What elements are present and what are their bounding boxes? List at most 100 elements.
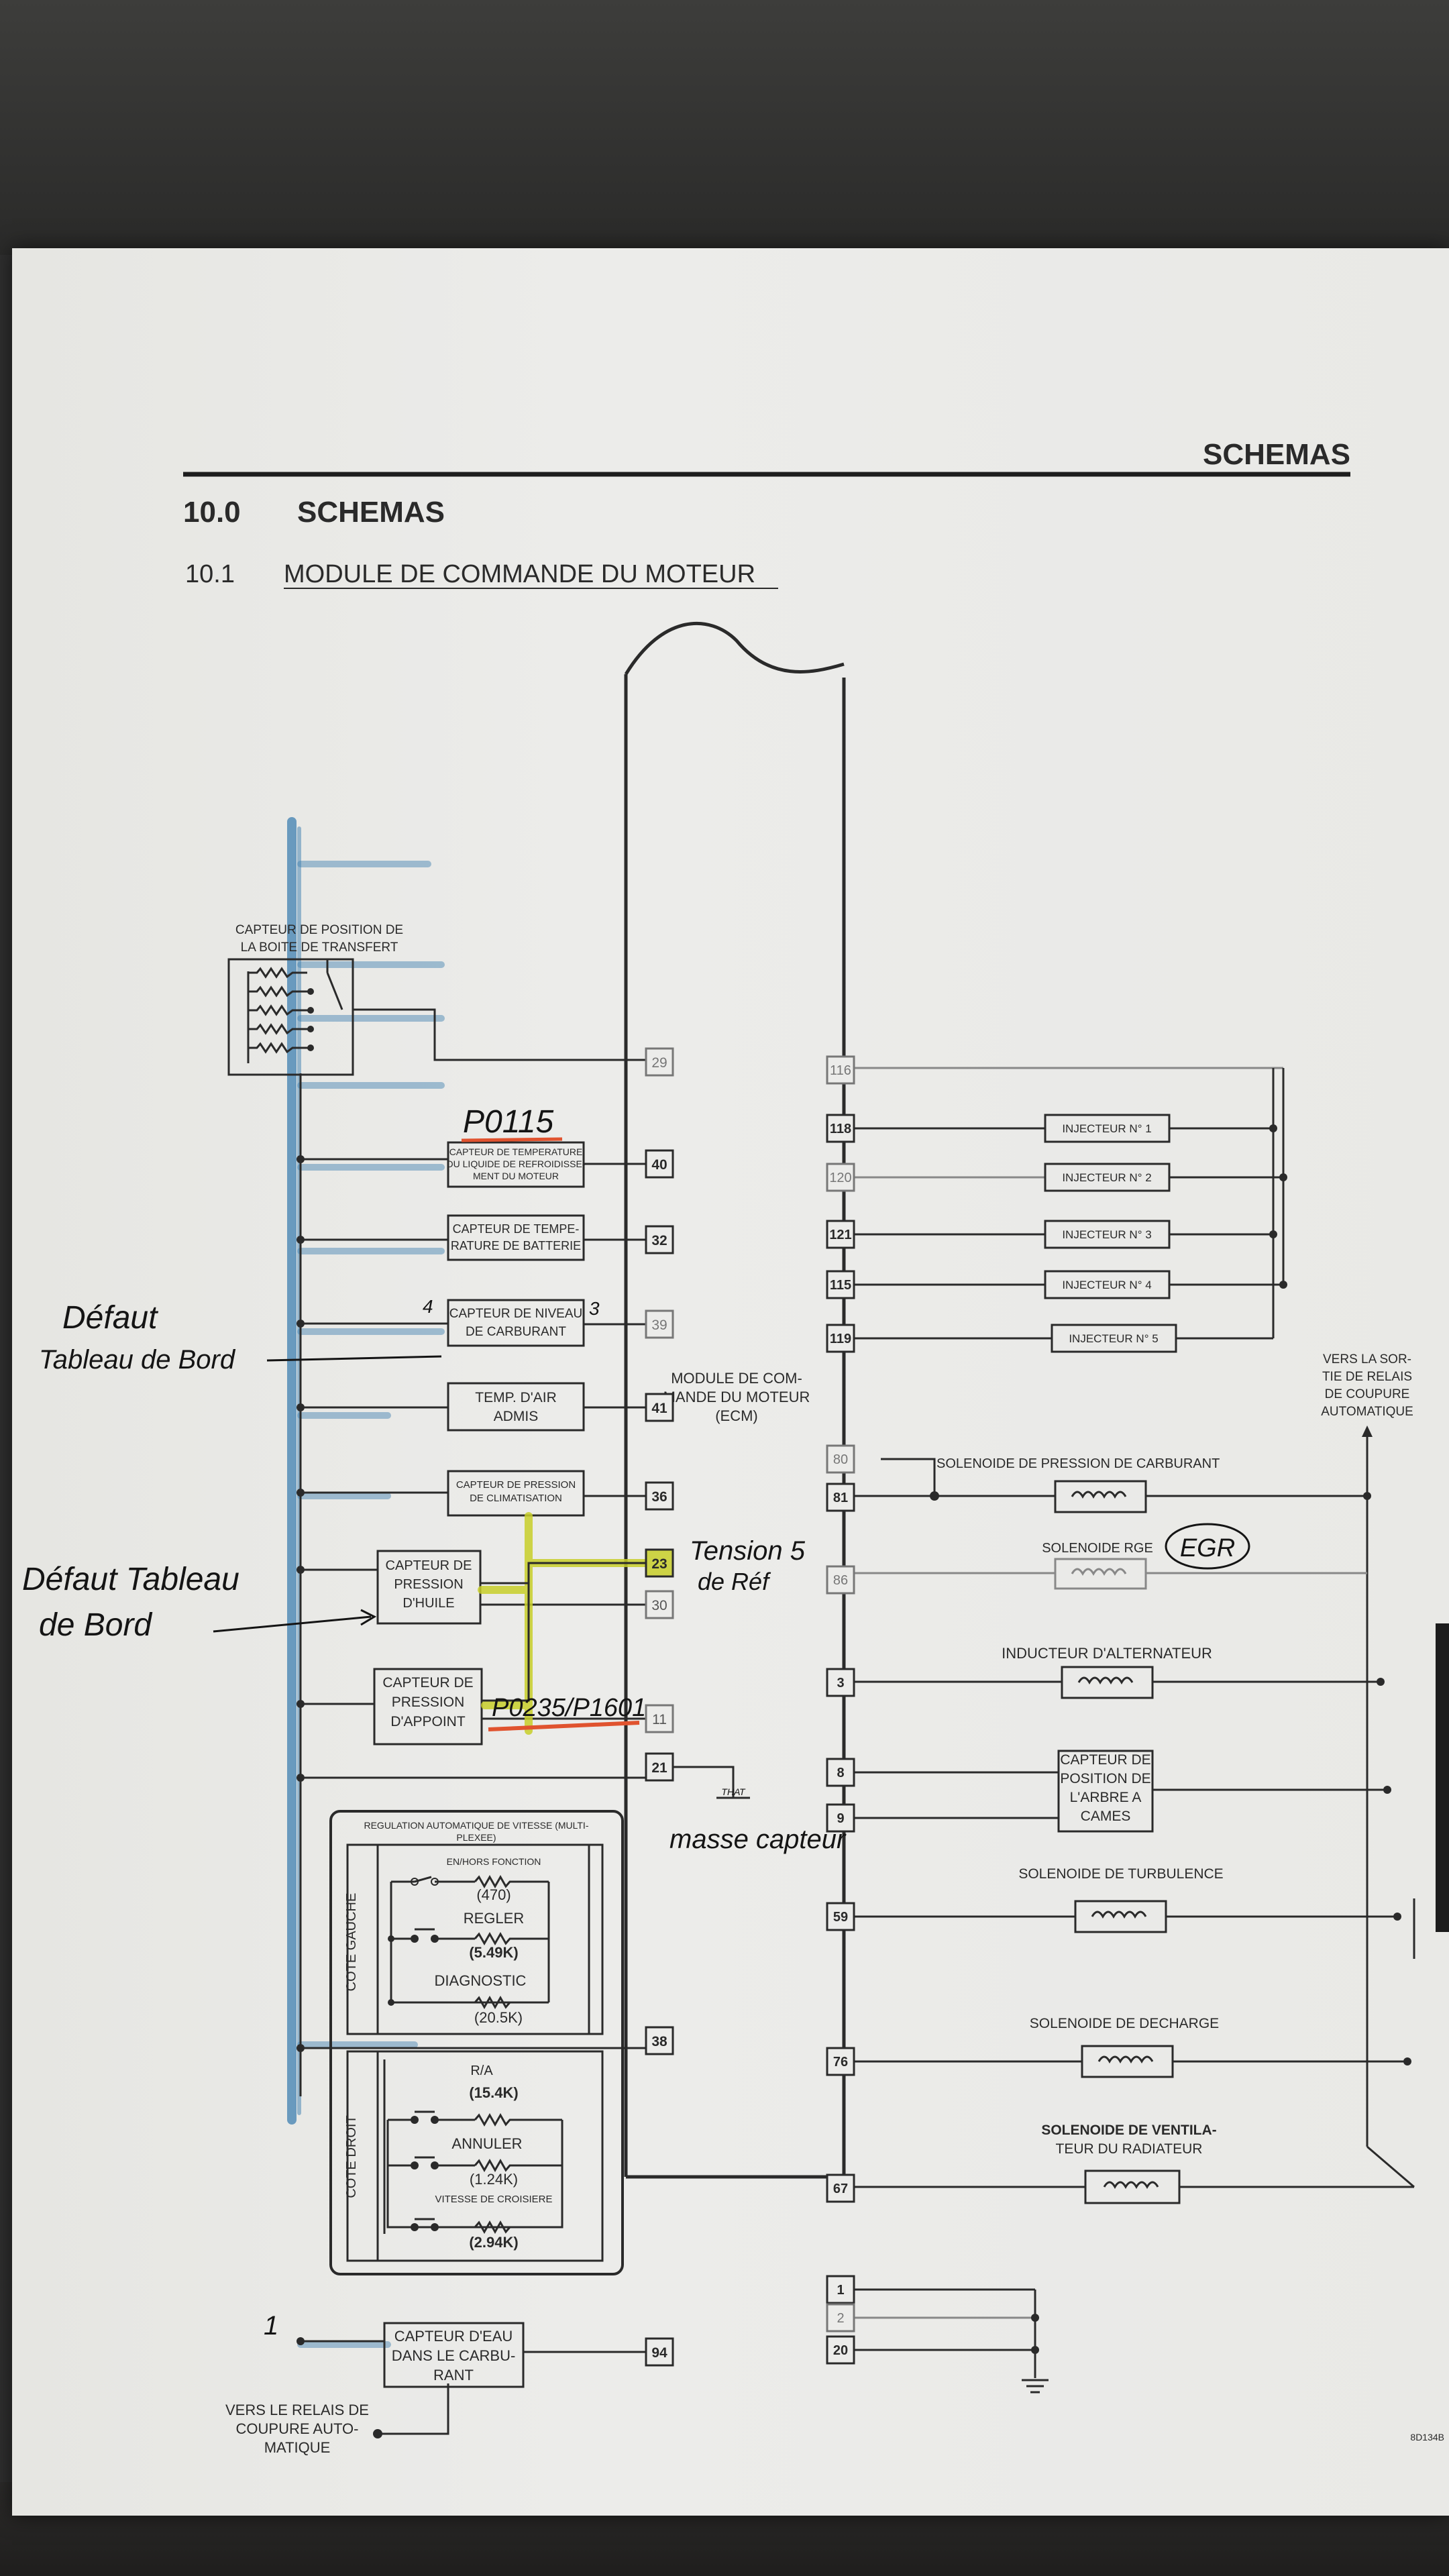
right-junctions — [930, 1124, 1411, 2354]
cruise-title-2: PLEXEE) — [456, 1832, 496, 1843]
annotation-num-4: 4 — [423, 1296, 433, 1317]
svg-text:CAPTEUR DE: CAPTEUR DE — [1060, 1752, 1150, 1768]
pin-118: 118 — [830, 1122, 851, 1136]
pin-21: 21 — [651, 1760, 667, 1776]
annotation-tension-b: de Réf — [698, 1568, 771, 1595]
red-underline-p0235 — [488, 1721, 640, 1731]
injector-4: INJECTEUR N° 4 — [1062, 1279, 1151, 1291]
pin-9: 9 — [837, 1811, 844, 1826]
svg-text:CAPTEUR DE TEMPERATURE: CAPTEUR DE TEMPERATURE — [449, 1146, 583, 1157]
harness-blue — [287, 817, 445, 2348]
cruise-right-side: COTE DROIT — [344, 2115, 359, 2198]
annotation-egr: EGR — [1180, 1534, 1235, 1562]
egr-circle — [1165, 1523, 1250, 1570]
pin-115: 115 — [830, 1278, 851, 1293]
cruise-set: REGLER — [464, 1910, 524, 1927]
ac-pressure-sensor-label: CAPTEUR DE PRESSION DE CLIMATISATION — [456, 1479, 576, 1504]
svg-text:CAPTEUR DE: CAPTEUR DE — [386, 1558, 472, 1573]
svg-text:MENT DU MOTEUR: MENT DU MOTEUR — [473, 1171, 559, 1181]
battery-temp-sensor-label: CAPTEUR DE TEMPE- RATURE DE BATTERIE — [451, 1222, 581, 1252]
section-title: SCHEMAS — [297, 496, 445, 529]
svg-text:CAPTEUR DE TEMPE-: CAPTEUR DE TEMPE- — [453, 1222, 580, 1236]
handwritten-annotations: P0115 Défaut Tableau de Bord 4 3 Défaut … — [22, 1104, 1250, 2341]
right-pins: 116 118 120 121 115 119 80 81 86 3 8 9 5… — [826, 1055, 855, 2365]
injectors: INJECTEUR N° 1 INJECTEUR N° 2 INJECTEUR … — [1044, 1114, 1177, 1353]
svg-text:PRESSION: PRESSION — [392, 1695, 465, 1710]
pin-116: 116 — [830, 1063, 851, 1078]
svg-text:CAMES: CAMES — [1081, 1809, 1131, 1824]
cruise-v154: (15.4K) — [469, 2084, 518, 2101]
svg-text:TEMP. D'AIR: TEMP. D'AIR — [475, 1390, 556, 1405]
annotation-defaut-2b: de Bord — [39, 1607, 152, 1643]
pin-30: 30 — [651, 1598, 667, 1613]
manual-page: SCHEMAS 10.0 SCHEMAS 10.1 MODULE DE COMM… — [12, 248, 1449, 2516]
figure-id: 8D134B — [1410, 2432, 1444, 2443]
header-right-title: SCHEMAS — [1203, 438, 1350, 471]
svg-text:CAPTEUR DE NIVEAU: CAPTEUR DE NIVEAU — [449, 1307, 582, 1321]
left-pins: 29 40 32 39 41 36 23 30 11 21 38 94 — [645, 1047, 674, 2367]
annotation-p0235: P0235/P1601 — [492, 1694, 646, 1722]
subsection-title: MODULE DE COMMANDE DU MOTEUR — [284, 560, 755, 588]
svg-text:TIE DE RELAIS: TIE DE RELAIS — [1322, 1370, 1412, 1384]
right-coils — [1054, 1480, 1181, 2204]
svg-text:VERS LA SOR-: VERS LA SOR- — [1323, 1352, 1411, 1366]
cruise-cancel: ANNULER — [451, 2135, 522, 2152]
water-in-fuel-sensor-label: CAPTEUR D'EAU DANS LE CARBU- RANT — [392, 2328, 516, 2383]
pin-119: 119 — [830, 1332, 851, 1346]
page-header: SCHEMAS 10.0 SCHEMAS 10.1 MODULE DE COMM… — [183, 438, 1350, 589]
discharge-solenoid-label: SOLENOIDE DE DECHARGE — [1030, 2016, 1219, 2031]
pin-36: 36 — [651, 1489, 667, 1505]
injector-3: INJECTEUR N° 3 — [1062, 1228, 1151, 1241]
ecm-label: MODULE DE COM- MANDE DU MOTEUR (ECM) — [663, 1370, 810, 1424]
annotation-arrow-1 — [266, 1355, 442, 1362]
svg-text:(ECM): (ECM) — [715, 1407, 758, 1424]
pin-29: 29 — [651, 1055, 667, 1071]
turbulence-solenoid-label: SOLENOIDE DE TURBULENCE — [1018, 1866, 1223, 1882]
pin-20: 20 — [833, 2343, 848, 2358]
pin-86: 86 — [833, 1573, 848, 1588]
background-top — [0, 0, 1449, 255]
svg-text:DE COUPURE: DE COUPURE — [1325, 1387, 1410, 1401]
coolant-temp-sensor-label: CAPTEUR DE TEMPERATURE DU LIQUIDE DE REF… — [447, 1146, 586, 1181]
annotation-num-1: 1 — [264, 2311, 278, 2341]
svg-text:RATURE DE BATTERIE: RATURE DE BATTERIE — [451, 1239, 581, 1252]
pin-121: 121 — [829, 1228, 851, 1242]
cruise-diag: DIAGNOSTIC — [435, 1972, 527, 1989]
ecm-break-wave — [624, 622, 845, 676]
pin-94: 94 — [651, 2345, 667, 2361]
pin-81: 81 — [833, 1491, 848, 1505]
svg-text:ADMIS: ADMIS — [494, 1409, 539, 1424]
pin-2: 2 — [837, 2311, 844, 2326]
pin-11: 11 — [652, 1712, 667, 1727]
cruise-onoff: EN/HORS FONCTION — [447, 1856, 541, 1867]
relay-left-label: VERS LE RELAIS DE COUPURE AUTO- MATIQUE — [225, 2402, 369, 2456]
annotation-tension-a: Tension 5 — [690, 1536, 806, 1566]
injector-5: INJECTEUR N° 5 — [1069, 1332, 1158, 1345]
svg-text:D'HUILE: D'HUILE — [402, 1596, 454, 1611]
cruise-v549: (5.49K) — [469, 1944, 518, 1961]
cruise-v124: (1.24K) — [470, 2171, 518, 2188]
svg-text:SOLENOIDE DE VENTILA-: SOLENOIDE DE VENTILA- — [1041, 2123, 1216, 2138]
cruise-left-side: COTE GAUCHE — [344, 1893, 359, 1992]
right-component-labels: SOLENOIDE DE PRESSION DE CARBURANT SOLEN… — [936, 1352, 1413, 2157]
svg-text:MODULE DE COM-: MODULE DE COM- — [671, 1370, 802, 1387]
cruise-speed: VITESSE DE CROISIERE — [435, 2194, 552, 2205]
pin-80: 80 — [833, 1452, 848, 1467]
boost-pressure-sensor-label: CAPTEUR DE PRESSION D'APPOINT — [382, 1675, 473, 1729]
pin-41: 41 — [651, 1401, 667, 1416]
yellow-wires — [480, 1562, 646, 1702]
cruise-v470: (470) — [476, 1886, 511, 1903]
pin-40: 40 — [651, 1157, 667, 1173]
injector-1: INJECTEUR N° 1 — [1062, 1122, 1151, 1135]
svg-text:RANT: RANT — [433, 2367, 474, 2383]
injector-2: INJECTEUR N° 2 — [1062, 1171, 1151, 1184]
cruise-v294: (2.94K) — [469, 2234, 518, 2251]
svg-text:CAPTEUR DE PRESSION: CAPTEUR DE PRESSION — [456, 1479, 576, 1491]
fuel-level-sensor-label: CAPTEUR DE NIVEAU DE CARBURANT — [449, 1307, 582, 1339]
fuel-pressure-solenoid-label: SOLENOIDE DE PRESSION DE CARBURANT — [936, 1456, 1220, 1471]
left-junctions — [297, 1155, 382, 2438]
pin-39: 39 — [651, 1318, 667, 1333]
wiring-diagram: SCHEMAS 10.0 SCHEMAS 10.1 MODULE DE COMM… — [22, 438, 1444, 2456]
cruise-v205: (20.5K) — [474, 2009, 523, 2026]
svg-text:TEUR DU RADIATEUR: TEUR DU RADIATEUR — [1056, 2141, 1203, 2157]
